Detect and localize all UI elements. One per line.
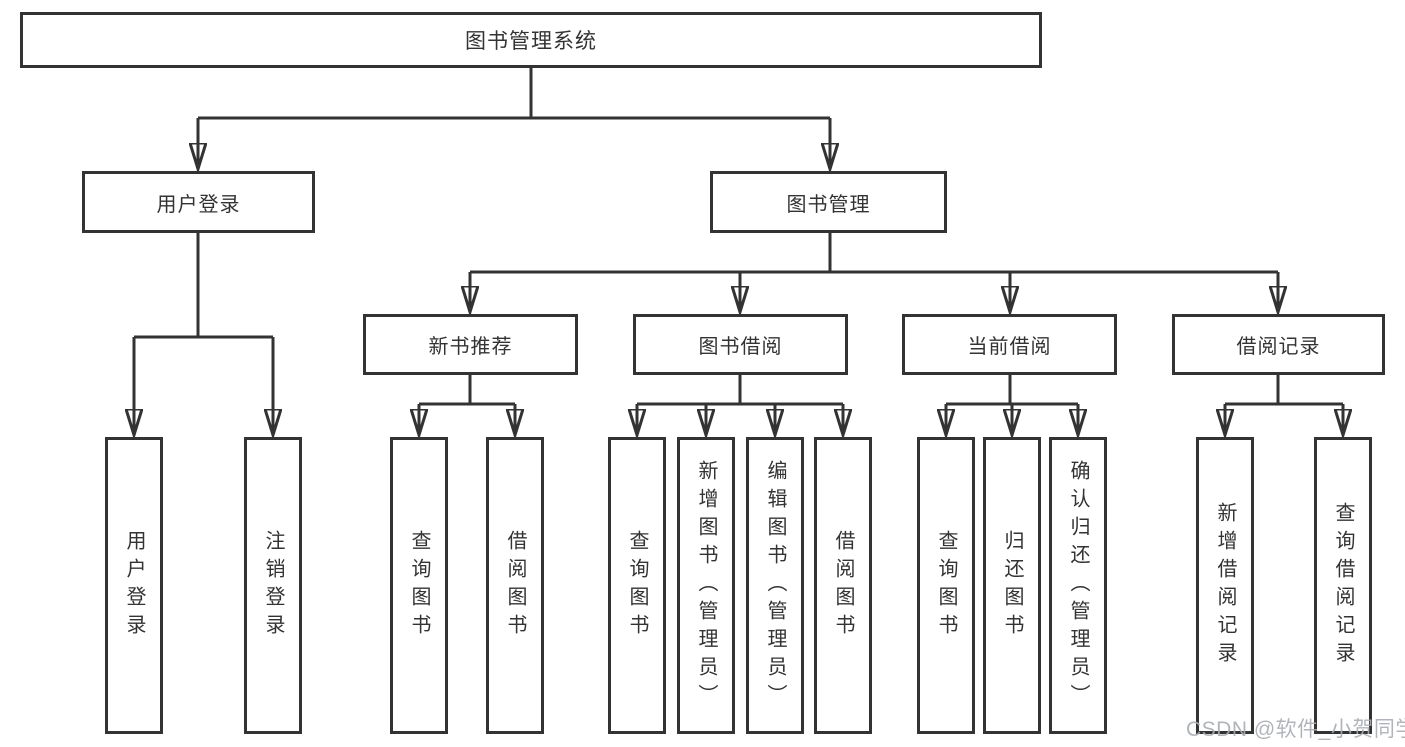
leaf-query-books-borrowing: 查询图书 xyxy=(608,437,666,734)
node-borrowing-records: 借阅记录 xyxy=(1172,314,1385,375)
node-new-book-recommendation: 新书推荐 xyxy=(363,314,578,375)
node-book-management: 图书管理 xyxy=(710,171,947,233)
node-book-borrowing: 图书借阅 xyxy=(633,314,848,375)
node-user-login: 用户登录 xyxy=(82,171,315,233)
leaf-query-books-current: 查询图书 xyxy=(917,437,975,734)
node-current-borrowing: 当前借阅 xyxy=(902,314,1117,375)
connector-book-borrow-children xyxy=(637,375,843,435)
leaf-confirm-return-admin: 确认归还（管理员） xyxy=(1049,437,1107,734)
leaf-edit-book-admin: 编辑图书（管理员） xyxy=(746,437,804,734)
leaf-borrow-books-borrowing: 借阅图书 xyxy=(814,437,872,734)
csdn-watermark: CSDN @软件_小贺同学 xyxy=(1186,718,1405,741)
node-root: 图书管理系统 xyxy=(20,12,1042,68)
leaf-return-book: 归还图书 xyxy=(983,437,1041,734)
connector-book-mgmt-children xyxy=(470,233,1278,312)
leaf-user-login: 用户登录 xyxy=(105,437,163,734)
connector-root-to-level2 xyxy=(198,68,830,169)
leaf-borrow-books-recommendation: 借阅图书 xyxy=(486,437,544,734)
connector-borrow-records-children xyxy=(1225,375,1343,435)
leaf-add-borrow-record: 新增借阅记录 xyxy=(1196,437,1254,734)
leaf-add-book-admin: 新增图书（管理员） xyxy=(677,437,735,734)
leaf-logout: 注销登录 xyxy=(244,437,302,734)
connector-new-book-rec-children xyxy=(419,375,515,435)
connector-current-borrow-children xyxy=(946,375,1078,435)
leaf-query-borrow-record: 查询借阅记录 xyxy=(1314,437,1372,734)
connector-user-login-children xyxy=(134,233,273,435)
leaf-query-books-recommendation: 查询图书 xyxy=(390,437,448,734)
